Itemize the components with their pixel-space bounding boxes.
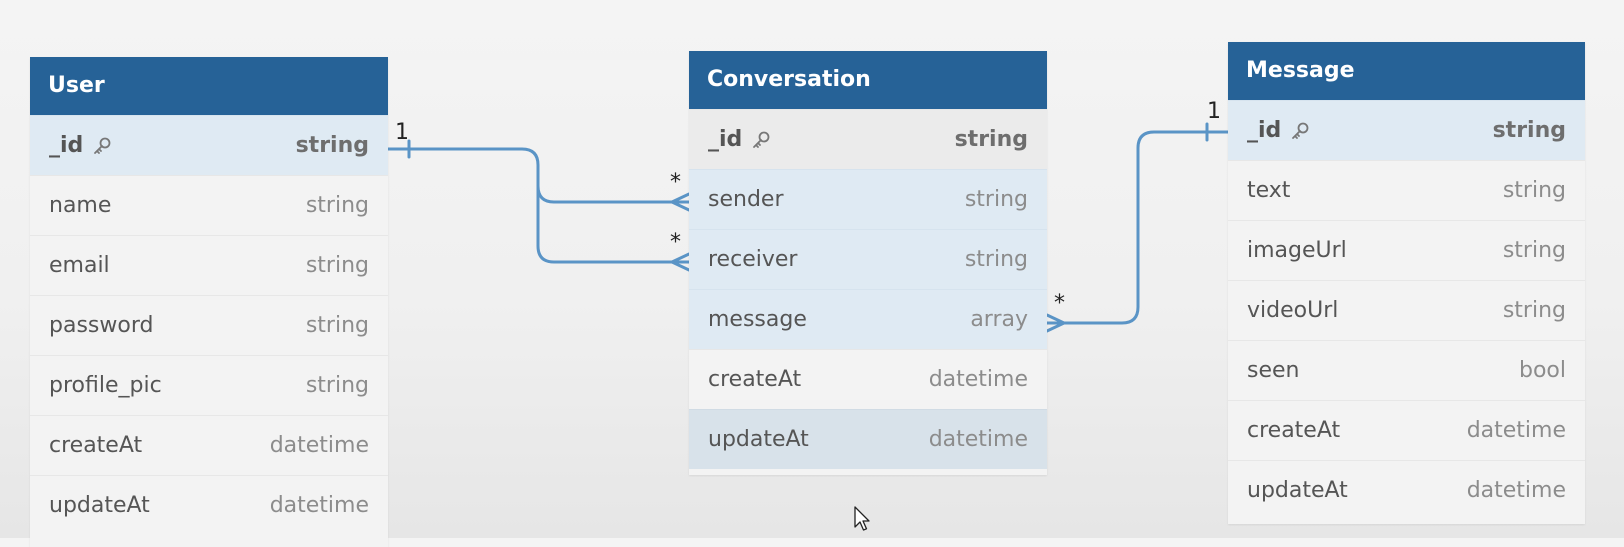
table-conversation[interactable]: Conversation _id string sender string re… — [689, 51, 1047, 475]
many-marker-sender — [670, 192, 691, 212]
table-user-row-password[interactable]: password string — [30, 295, 388, 355]
field-type: string — [964, 187, 1028, 212]
table-user-row-createat[interactable]: createAt datetime — [30, 415, 388, 475]
field-name: password — [49, 313, 154, 338]
field-type: datetime — [1466, 418, 1566, 443]
field-type: string — [1502, 238, 1566, 263]
table-conversation-title[interactable]: Conversation — [689, 51, 1047, 109]
relation-label-user-one: 1 — [395, 120, 409, 145]
field-type: string — [305, 313, 369, 338]
field-type: array — [970, 307, 1028, 332]
table-conversation-row-createat[interactable]: createAt datetime — [689, 349, 1047, 409]
relation-user-sender — [386, 147, 691, 204]
relation-label-message-one: 1 — [1207, 99, 1221, 124]
table-conversation-row-receiver[interactable]: receiver string — [689, 229, 1047, 289]
table-user-row-id[interactable]: _id string — [30, 115, 388, 175]
table-message-row-seen[interactable]: seen bool — [1228, 340, 1585, 400]
field-name: _id — [1247, 118, 1282, 143]
field-type: string — [305, 193, 369, 218]
field-name: _id — [708, 127, 743, 152]
key-icon — [750, 129, 772, 151]
field-name: name — [49, 193, 112, 218]
key-icon — [91, 135, 113, 157]
table-user-row-email[interactable]: email string — [30, 235, 388, 295]
mouse-cursor-icon — [854, 506, 870, 531]
table-conversation-row-updateat[interactable]: updateAt datetime — [689, 409, 1047, 469]
relation-conversation-message — [1045, 130, 1230, 325]
relation-label-receiver-many: * — [670, 230, 681, 255]
table-conversation-row-message[interactable]: message array — [689, 289, 1047, 349]
field-type: string — [954, 127, 1028, 152]
field-name-wrap: _id — [49, 133, 113, 158]
field-type: datetime — [928, 367, 1028, 392]
field-type: string — [964, 247, 1028, 272]
field-name: receiver — [708, 247, 798, 272]
field-type: datetime — [1466, 478, 1566, 503]
key-icon — [1289, 120, 1311, 142]
field-name: text — [1247, 178, 1291, 203]
field-name: _id — [49, 133, 84, 158]
table-user[interactable]: User _id string name string email string… — [30, 57, 388, 547]
field-name: profile_pic — [49, 373, 162, 398]
table-user-row-updateat[interactable]: updateAt datetime — [30, 475, 388, 535]
table-conversation-row-sender[interactable]: sender string — [689, 169, 1047, 229]
field-type: datetime — [928, 427, 1028, 452]
table-message-row-createat[interactable]: createAt datetime — [1228, 400, 1585, 460]
field-name: email — [49, 253, 110, 278]
field-type: string — [1502, 178, 1566, 203]
field-type: bool — [1519, 358, 1566, 383]
field-name: updateAt — [49, 493, 150, 518]
field-name-wrap: _id — [708, 127, 772, 152]
table-user-title[interactable]: User — [30, 57, 388, 115]
field-name: updateAt — [1247, 478, 1348, 503]
many-marker-receiver — [670, 252, 691, 272]
field-name: videoUrl — [1247, 298, 1339, 323]
field-name: message — [708, 307, 807, 332]
table-message-row-updateat[interactable]: updateAt datetime — [1228, 460, 1585, 520]
table-message-title[interactable]: Message — [1228, 42, 1585, 100]
table-conversation-row-id[interactable]: _id string — [689, 109, 1047, 169]
relation-user-receiver — [536, 184, 691, 264]
relation-label-sender-many: * — [670, 170, 681, 195]
relation-label-message-many: * — [1054, 291, 1065, 316]
field-name: updateAt — [708, 427, 809, 452]
field-name: createAt — [49, 433, 143, 458]
field-name: createAt — [1247, 418, 1341, 443]
table-user-row-name[interactable]: name string — [30, 175, 388, 235]
table-message-row-id[interactable]: _id string — [1228, 100, 1585, 160]
field-type: string — [295, 133, 369, 158]
field-type: string — [305, 253, 369, 278]
table-message-row-videourl[interactable]: videoUrl string — [1228, 280, 1585, 340]
field-name: sender — [708, 187, 784, 212]
field-name: createAt — [708, 367, 802, 392]
field-type: datetime — [269, 433, 369, 458]
table-user-row-profile-pic[interactable]: profile_pic string — [30, 355, 388, 415]
table-message-row-text[interactable]: text string — [1228, 160, 1585, 220]
field-type: string — [1502, 298, 1566, 323]
field-name-wrap: _id — [1247, 118, 1311, 143]
field-type: string — [305, 373, 369, 398]
field-name: seen — [1247, 358, 1300, 383]
many-marker-message — [1045, 313, 1066, 333]
table-message[interactable]: Message _id string text string imageUrl … — [1228, 42, 1585, 524]
field-type: string — [1492, 118, 1566, 143]
field-type: datetime — [269, 493, 369, 518]
field-name: imageUrl — [1247, 238, 1347, 263]
table-message-row-imageurl[interactable]: imageUrl string — [1228, 220, 1585, 280]
